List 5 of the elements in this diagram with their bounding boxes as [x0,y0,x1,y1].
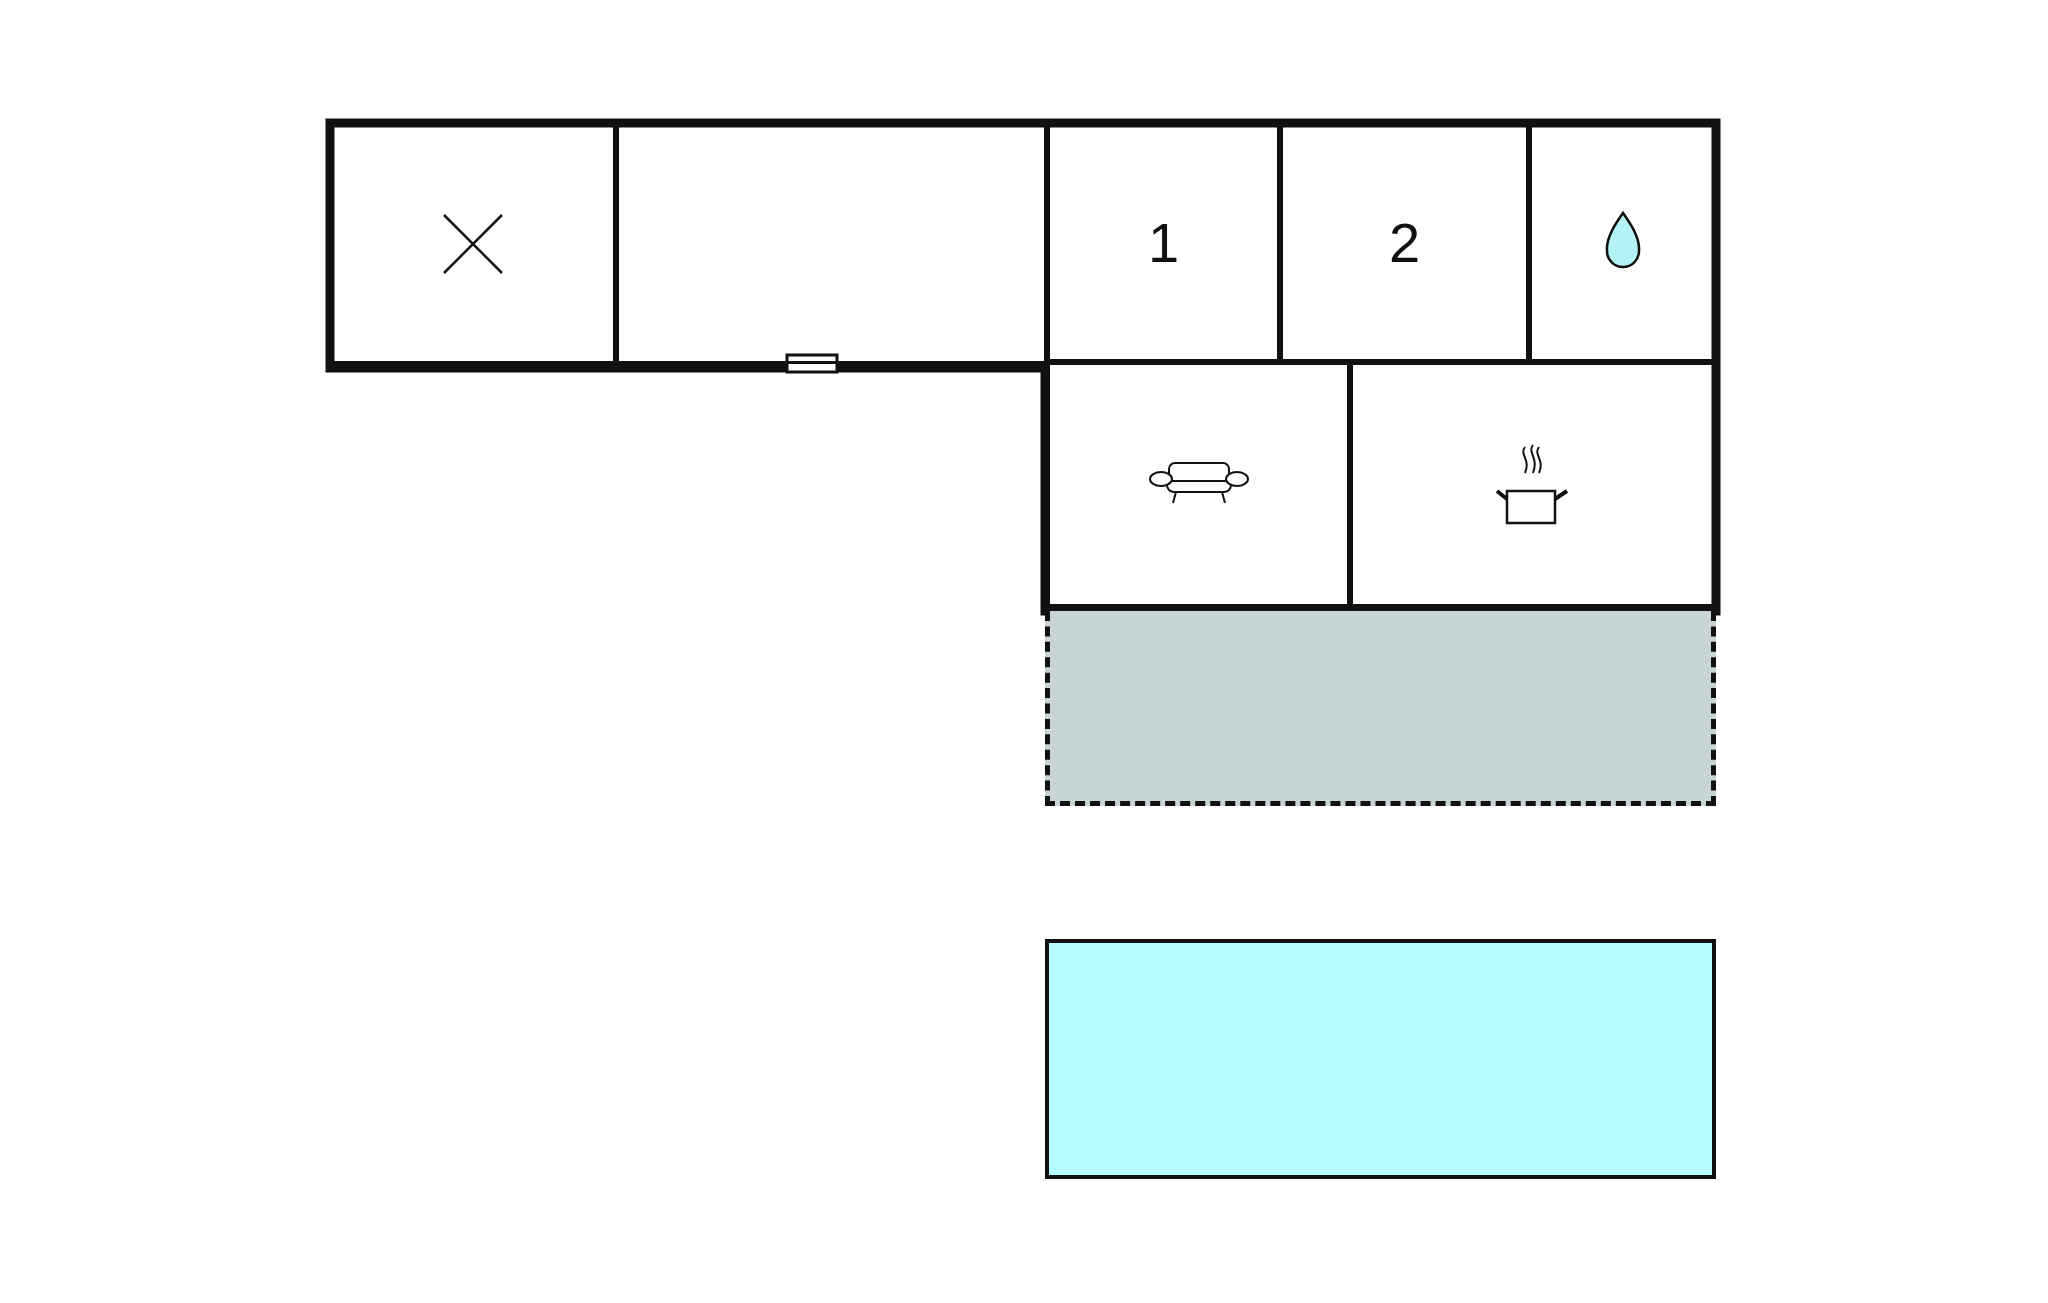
pool [1045,939,1716,1179]
terrace-area [1045,611,1716,806]
room-number: 1 [1147,214,1180,271]
room [1047,362,1350,607]
room-number: 2 [1388,214,1421,271]
